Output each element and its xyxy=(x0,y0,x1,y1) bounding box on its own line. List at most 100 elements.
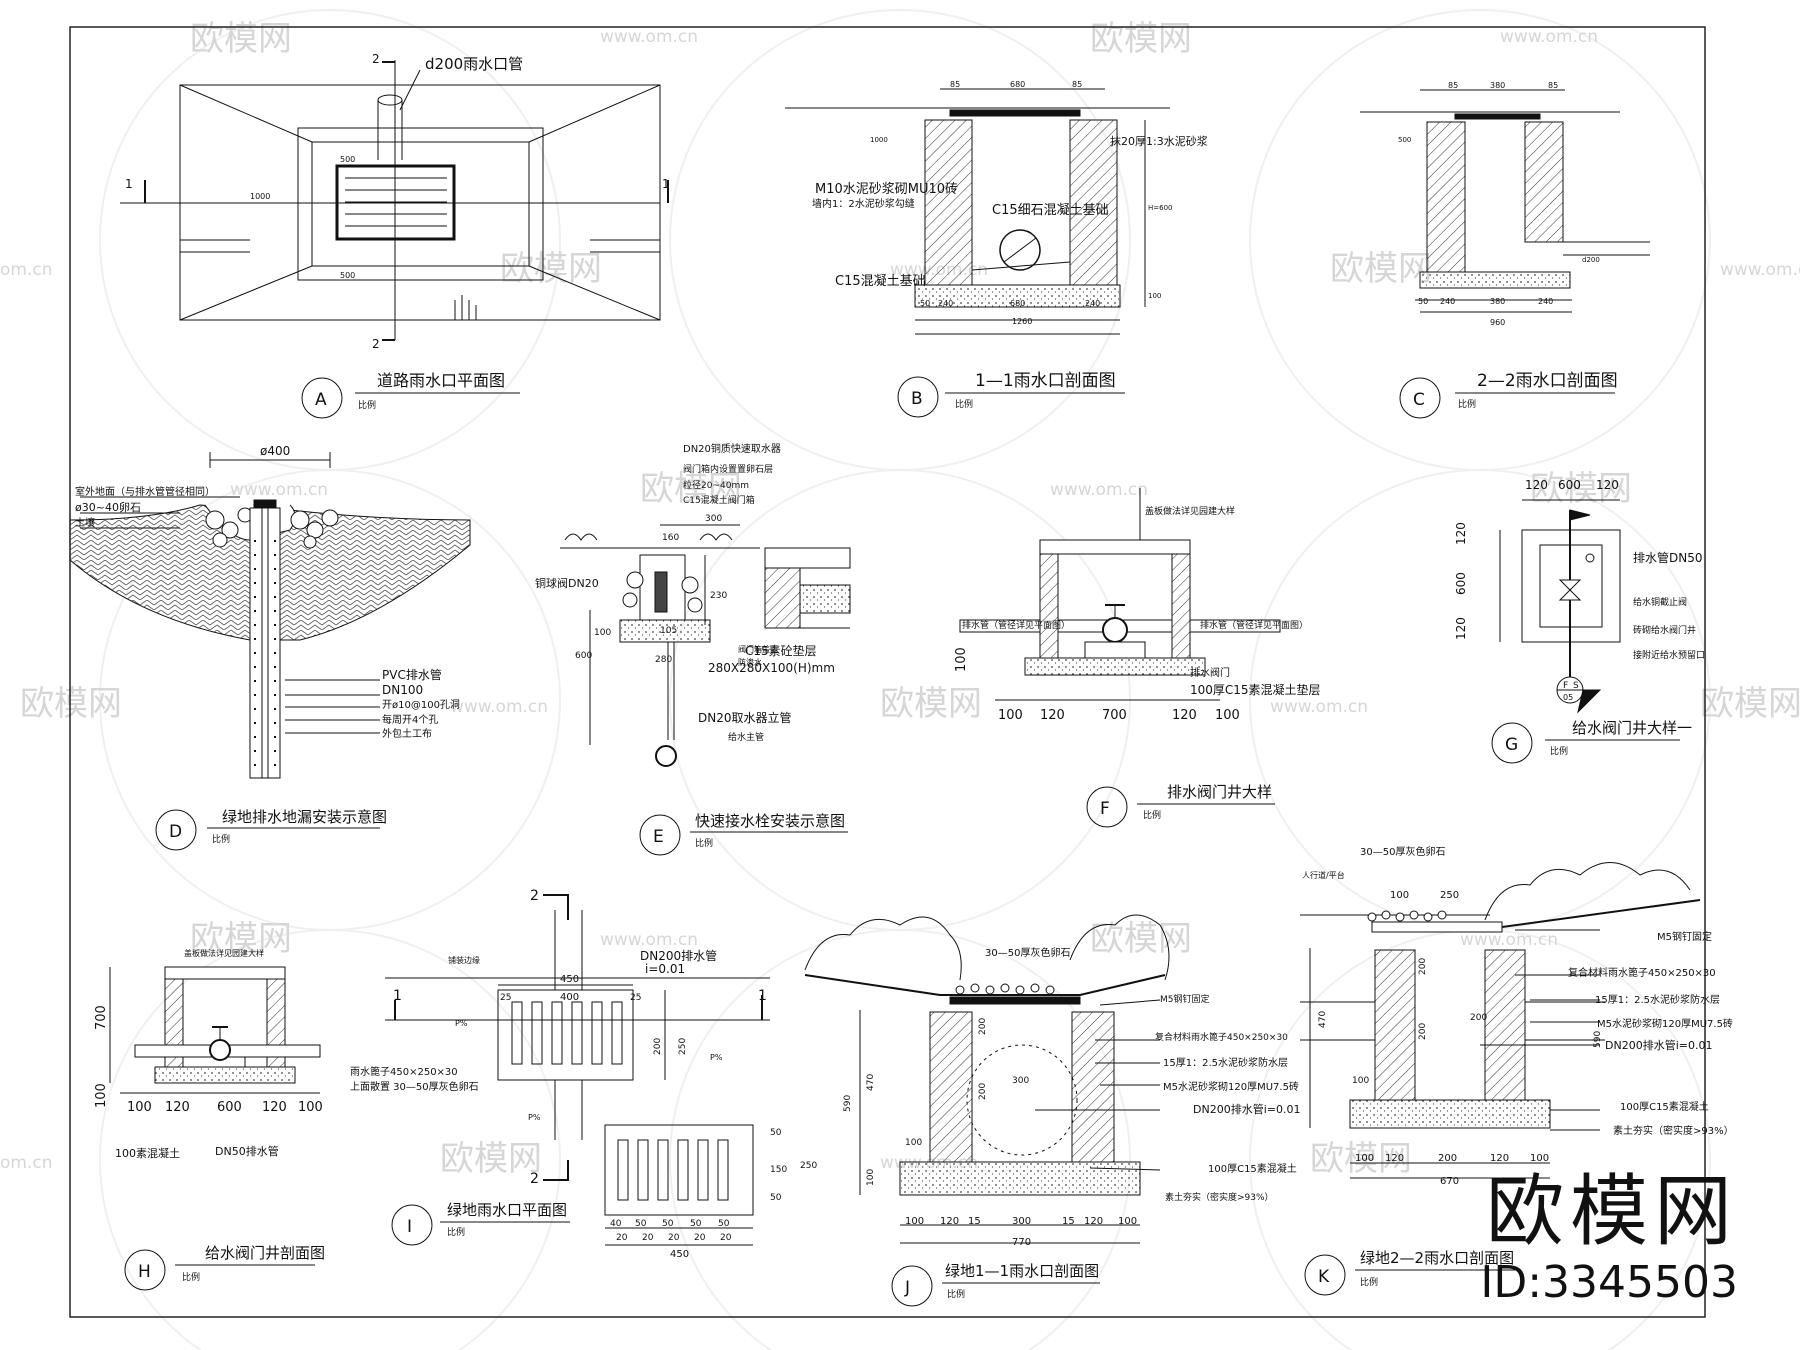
svg-text:开ø10@100孔洞: 开ø10@100孔洞 xyxy=(382,699,460,711)
svg-text:铺装边缘: 铺装边缘 xyxy=(448,955,480,965)
svg-text:每周开4个孔: 每周开4个孔 xyxy=(382,713,438,726)
svg-text:50: 50 xyxy=(770,1128,782,1138)
svg-text:200: 200 xyxy=(1470,1013,1487,1023)
svg-text:960: 960 xyxy=(1490,318,1505,327)
svg-text:om.cn: om.cn xyxy=(0,260,53,280)
svg-text:50: 50 xyxy=(770,1193,782,1203)
svg-text:1—1雨水口剖面图: 1—1雨水口剖面图 xyxy=(975,371,1116,391)
svg-text:E: E xyxy=(653,827,664,847)
svg-text:100厚C15素混凝土垫层: 100厚C15素混凝土垫层 xyxy=(1190,682,1321,697)
svg-text:2: 2 xyxy=(372,337,380,351)
svg-text:50: 50 xyxy=(635,1219,647,1229)
svg-text:15厚1：2.5水泥砂浆防水层: 15厚1：2.5水泥砂浆防水层 xyxy=(1163,1056,1288,1069)
svg-text:05: 05 xyxy=(1563,693,1573,702)
svg-text:室外地面（与排水管管径相同）: 室外地面（与排水管管径相同） xyxy=(75,485,215,498)
svg-text:欧模网: 欧模网 xyxy=(1530,469,1632,509)
svg-text:素土夯实（密实度>93%）: 素土夯实（密实度>93%） xyxy=(1613,1124,1734,1137)
svg-text:680: 680 xyxy=(1010,299,1025,308)
svg-text:100: 100 xyxy=(954,647,969,672)
svg-text:120: 120 xyxy=(1172,708,1197,723)
brand-badge: 欧模网 ID:3345503 xyxy=(1480,1149,1738,1308)
svg-text:C15细石混凝土基础: C15细石混凝土基础 xyxy=(992,202,1109,218)
svg-text:120: 120 xyxy=(1490,1153,1509,1164)
svg-text:给水阀门井大样一: 给水阀门井大样一 xyxy=(1572,719,1692,737)
svg-text:H: H xyxy=(138,1262,151,1282)
svg-text:100: 100 xyxy=(1215,708,1240,723)
svg-text:素土夯实（密实度>93%）: 素土夯实（密实度>93%） xyxy=(1165,1191,1274,1203)
panel-c-title: C 2—2雨水口剖面图 比例 xyxy=(1399,371,1618,419)
svg-text:1: 1 xyxy=(393,988,402,1004)
svg-text:欧模网: 欧模网 xyxy=(500,249,602,289)
svg-text:排水管DN50: 排水管DN50 xyxy=(1633,550,1703,565)
svg-text:100: 100 xyxy=(127,1100,152,1115)
svg-text:排水阀门: 排水阀门 xyxy=(1190,666,1230,679)
svg-text:比例: 比例 xyxy=(212,833,230,845)
svg-text:给水铜截止阀: 给水铜截止阀 xyxy=(1633,596,1687,608)
svg-text:85: 85 xyxy=(1548,81,1558,90)
panel-c-section xyxy=(1360,89,1650,313)
svg-text:ø30~40卵石: ø30~40卵石 xyxy=(75,501,141,514)
svg-text:C: C xyxy=(1413,390,1425,410)
svg-text:100: 100 xyxy=(998,708,1023,723)
svg-text:470: 470 xyxy=(1318,1011,1328,1028)
svg-text:160: 160 xyxy=(662,533,679,543)
svg-text:15: 15 xyxy=(968,1216,981,1227)
svg-text:www.om.cn: www.om.cn xyxy=(1050,480,1148,500)
svg-text:85: 85 xyxy=(1072,80,1082,89)
svg-text:比例: 比例 xyxy=(1458,398,1476,410)
svg-text:200: 200 xyxy=(653,1038,663,1055)
panel-k-title: K 绿地2—2雨水口剖面图 比例 xyxy=(1304,1249,1520,1296)
svg-text:100: 100 xyxy=(866,1169,876,1186)
svg-text:d200: d200 xyxy=(1582,256,1600,264)
svg-text:20: 20 xyxy=(616,1233,628,1243)
svg-text:590: 590 xyxy=(1593,1031,1603,1048)
panel-j-section xyxy=(804,914,1170,1244)
svg-text:50: 50 xyxy=(690,1219,702,1229)
svg-text:J: J xyxy=(904,1278,910,1298)
svg-text:100: 100 xyxy=(594,628,611,638)
svg-text:盖板做法详见园建大样: 盖板做法详见园建大样 xyxy=(184,948,264,958)
svg-text:450: 450 xyxy=(670,1249,689,1260)
svg-text:P%: P% xyxy=(455,1019,468,1028)
panel-d-labels: ø400 室外地面（与排水管管径相同） ø30~40卵石 土壤 PVC排水管 D… xyxy=(75,444,460,740)
panel-c-labels: 500 380 85 85 240 380 240 50 960 d200 xyxy=(1398,81,1600,327)
svg-text:20: 20 xyxy=(720,1233,732,1243)
svg-text:排水管（管径详见平面图）: 排水管（管径详见平面图） xyxy=(962,619,1070,631)
svg-text:280: 280 xyxy=(655,655,672,665)
svg-text:50: 50 xyxy=(1418,297,1428,306)
svg-text:D: D xyxy=(169,822,182,842)
panel-f-section xyxy=(959,488,1281,701)
svg-text:120: 120 xyxy=(1596,478,1619,492)
svg-text:200: 200 xyxy=(1438,1153,1457,1164)
svg-text:比例: 比例 xyxy=(695,837,713,849)
svg-text:B: B xyxy=(911,389,923,409)
svg-text:1000: 1000 xyxy=(250,192,270,201)
panel-i-labels: 铺装边缘 DN200排水管 i=0.01 450 400 25 25 200 2… xyxy=(350,888,817,1260)
svg-text:M5钢钉固定: M5钢钉固定 xyxy=(1160,993,1210,1005)
svg-text:绿地2—2雨水口剖面图: 绿地2—2雨水口剖面图 xyxy=(1360,1249,1514,1267)
svg-text:www.om.cn: www.om.cn xyxy=(1270,697,1368,717)
svg-text:www.om.cn: www.om.cn xyxy=(1500,27,1598,47)
svg-text:砖砌给水阀门井: 砖砌给水阀门井 xyxy=(1633,624,1696,636)
panel-j-labels: 30—50厚灰色卵石 M5钢钉固定 复合材料雨水篦子450×250×30 15厚… xyxy=(843,946,1300,1248)
svg-text:100素混凝土: 100素混凝土 xyxy=(115,1146,180,1160)
svg-text:DN20铜质快速取水器: DN20铜质快速取水器 xyxy=(683,443,781,455)
svg-text:240: 240 xyxy=(1085,299,1100,308)
svg-text:比例: 比例 xyxy=(947,1288,965,1300)
svg-text:欧模网: 欧模网 xyxy=(1700,684,1800,724)
svg-text:25: 25 xyxy=(500,993,511,1003)
svg-text:100: 100 xyxy=(298,1100,323,1115)
svg-text:比例: 比例 xyxy=(182,1271,200,1283)
svg-text:1: 1 xyxy=(758,988,767,1004)
svg-text:15厚1：2.5水泥砂浆防水层: 15厚1：2.5水泥砂浆防水层 xyxy=(1595,993,1720,1006)
svg-text:www.om.cn: www.om.cn xyxy=(1460,930,1558,950)
svg-text:d200雨水口管: d200雨水口管 xyxy=(425,55,523,73)
svg-text:给水主管: 给水主管 xyxy=(728,731,764,743)
panel-g-labels: 120 600 120 120 600 120 排水管DN50 给水铜截止阀 砖… xyxy=(1454,478,1705,702)
watermark-layer xyxy=(99,9,1711,1350)
svg-text:上面散置 30—50厚灰色卵石: 上面散置 30—50厚灰色卵石 xyxy=(350,1080,479,1093)
svg-text:200: 200 xyxy=(978,1018,988,1035)
svg-text:450: 450 xyxy=(560,974,579,985)
svg-text:M5钢钉固定: M5钢钉固定 xyxy=(1657,930,1712,943)
svg-text:120: 120 xyxy=(262,1100,287,1115)
